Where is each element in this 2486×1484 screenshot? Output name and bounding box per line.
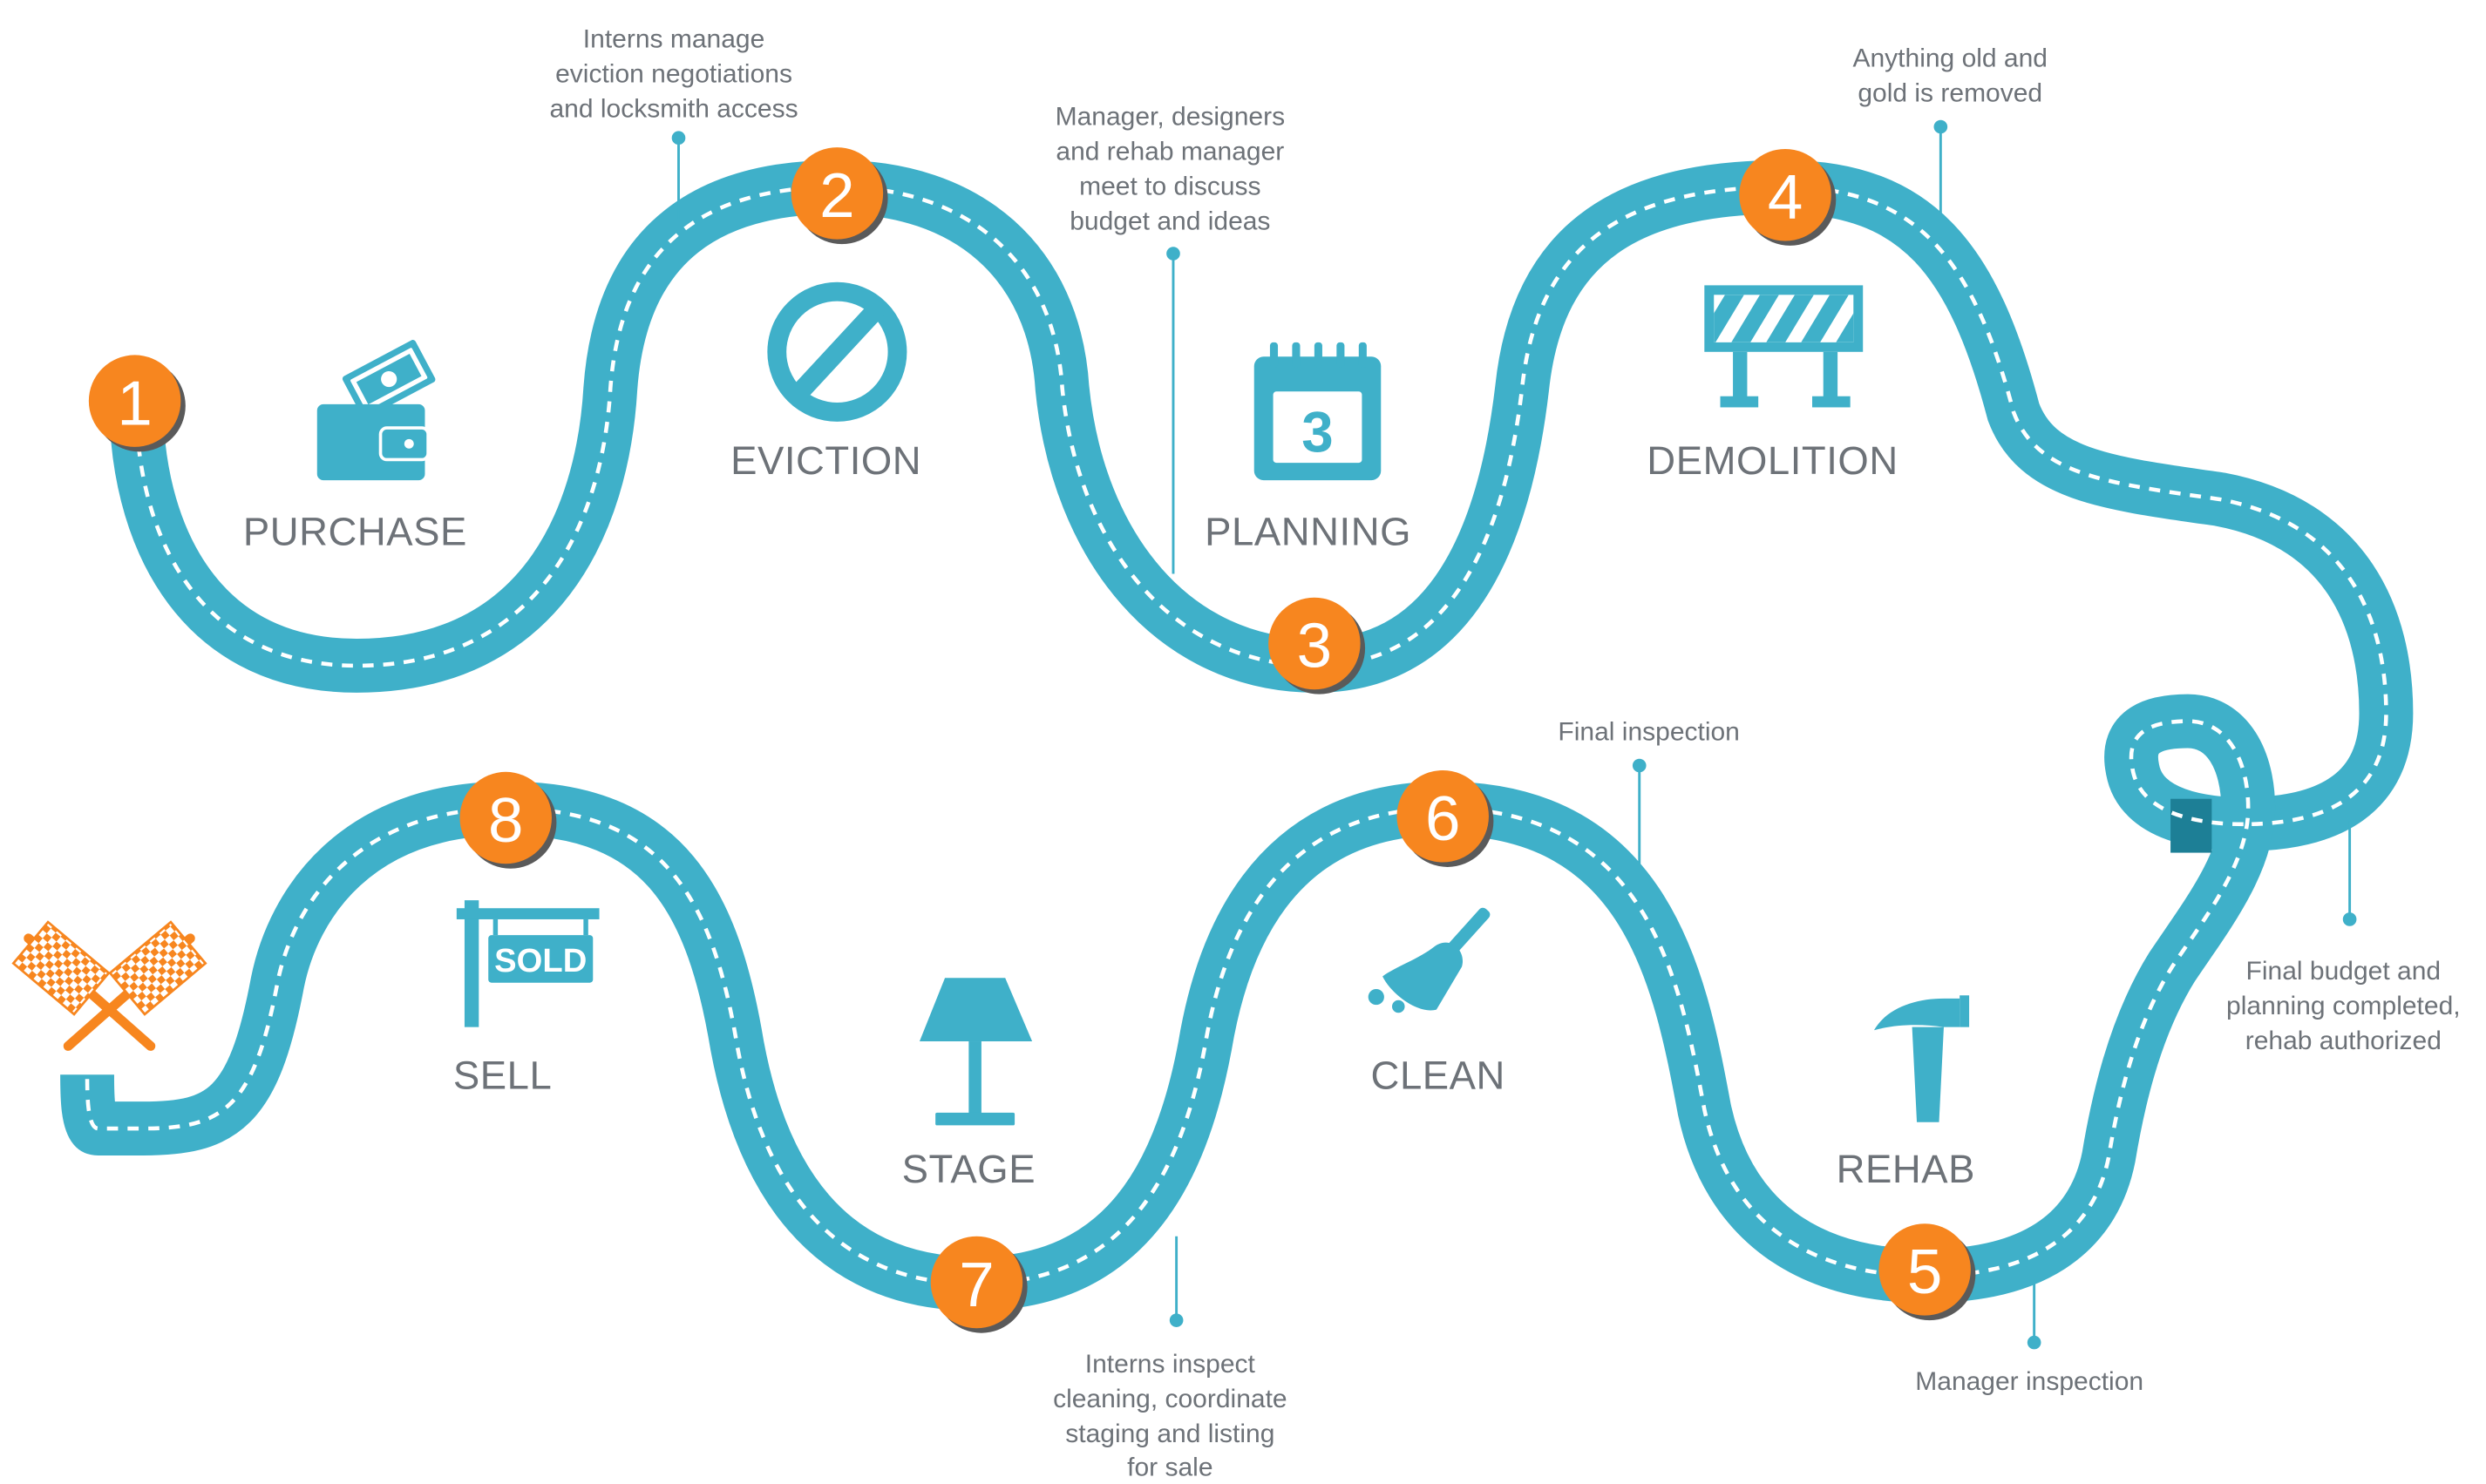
leader-lines — [671, 119, 2357, 1350]
road-centerline-top — [134, 185, 2388, 827]
note-final-budget-line-2: planning completed, — [2226, 992, 2461, 1020]
stage-label-planning: PLANNING — [1205, 510, 1411, 554]
note-rehab-line-1: Manager inspection — [1915, 1367, 2143, 1396]
note-eviction-line-3: and locksmith access — [549, 95, 798, 124]
marker-4: 4 — [1739, 148, 1837, 246]
note-planning-line-2: and rehab manager — [1056, 138, 1284, 166]
stage-label-eviction: EVICTION — [730, 438, 921, 483]
marker-2: 2 — [791, 147, 888, 245]
note-final-budget-line-1: Final budget and — [2246, 957, 2442, 986]
leader-eviction-dot — [671, 131, 686, 146]
lamp-icon — [919, 978, 1033, 1126]
road-top-segment — [109, 159, 2414, 851]
callout-stage: Interns inspect cleaning, coordinate sta… — [1053, 1350, 1287, 1481]
sold-sign-icon: SOLD — [456, 900, 600, 1027]
leader-planning-dot — [1166, 247, 1180, 261]
callout-planning: Manager, designers and rehab manager mee… — [1056, 103, 1286, 236]
marker-1: 1 — [88, 355, 186, 452]
note-planning-line-3: meet to discuss — [1079, 173, 1260, 201]
stage-labels: PURCHASE EVICTION PLANNING DEMOLITION RE… — [243, 438, 1975, 1191]
no-entry-icon — [767, 281, 907, 422]
road-overpass-shade — [2170, 798, 2212, 853]
note-demolition-line-1: Anything old and — [1852, 44, 2048, 72]
marker-7-number: 7 — [959, 1250, 994, 1320]
note-stage-line-2: cleaning, coordinate — [1053, 1385, 1287, 1413]
marker-7: 7 — [930, 1236, 1028, 1333]
leader-final-budget-dot — [2342, 912, 2357, 926]
broom-icon — [1368, 907, 1491, 1013]
marker-2-number: 2 — [819, 160, 854, 231]
stage-label-purchase: PURCHASE — [243, 510, 467, 554]
note-stage-line-4: for sale — [1127, 1453, 1212, 1481]
checkered-flags-icon — [11, 920, 207, 1051]
note-clean-line-1: Final inspection — [1558, 717, 1739, 746]
note-stage-line-3: staging and listing — [1065, 1420, 1274, 1448]
leader-stage-dot — [1169, 1313, 1184, 1327]
marker-5: 5 — [1878, 1223, 1976, 1321]
calendar-icon: 3 — [1253, 342, 1382, 481]
callout-clean: Final inspection — [1558, 717, 1739, 746]
marker-5-number: 5 — [1907, 1237, 1942, 1307]
marker-1-number: 1 — [117, 368, 152, 438]
callout-final-budget: Final budget and planning completed, reh… — [2226, 957, 2461, 1055]
note-eviction-line-2: eviction negotiations — [555, 60, 792, 89]
note-demolition-line-2: gold is removed — [1858, 78, 2042, 107]
leader-clean-dot — [1632, 758, 1647, 773]
stage-label-sell: SELL — [453, 1054, 552, 1098]
note-eviction-line-1: Interns manage — [583, 25, 764, 54]
marker-3: 3 — [1268, 597, 1366, 695]
leader-rehab-dot — [2027, 1335, 2041, 1350]
stage-label-stage: STAGE — [902, 1147, 1036, 1191]
marker-3-number: 3 — [1297, 611, 1332, 681]
marker-4-number: 4 — [1768, 162, 1803, 233]
marker-8: 8 — [459, 771, 557, 869]
note-stage-line-1: Interns inspect — [1085, 1350, 1256, 1379]
hammer-icon — [1873, 995, 1970, 1122]
note-planning-line-1: Manager, designers — [1056, 103, 1286, 132]
marker-6-number: 6 — [1425, 783, 1460, 854]
stage-label-demolition: DEMOLITION — [1647, 438, 1898, 483]
callout-eviction: Interns manage eviction negotiations and… — [549, 25, 798, 124]
wallet-icon — [316, 340, 436, 481]
road-centerline-loop — [85, 719, 2251, 1286]
note-final-budget-line-3: rehab authorized — [2245, 1027, 2442, 1055]
marker-6: 6 — [1396, 769, 1494, 867]
barricade-icon — [1704, 285, 1864, 408]
callout-rehab: Manager inspection — [1915, 1367, 2143, 1396]
note-planning-line-4: budget and ideas — [1070, 207, 1270, 236]
markers: 1 2 3 4 5 6 7 — [88, 147, 1976, 1333]
marker-8-number: 8 — [488, 785, 523, 856]
sold-sign-text: SOLD — [494, 942, 587, 979]
stage-label-clean: CLEAN — [1371, 1054, 1505, 1098]
callout-demolition: Anything old and gold is removed — [1852, 44, 2048, 107]
road — [60, 159, 2414, 1311]
calendar-number: 3 — [1301, 400, 1333, 464]
stage-label-rehab: REHAB — [1837, 1147, 1975, 1191]
leader-demolition-dot — [1933, 119, 1948, 134]
